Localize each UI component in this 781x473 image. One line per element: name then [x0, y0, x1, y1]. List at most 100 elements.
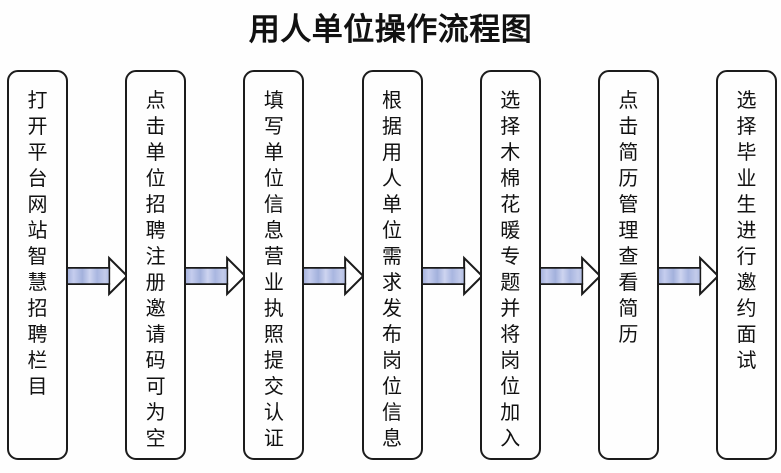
flow-step-char: 目: [27, 376, 48, 398]
flow-step-char: 暖: [500, 220, 521, 242]
flow-step-char: 简: [618, 142, 639, 164]
flow-step-char: 位: [263, 168, 284, 190]
flow-step-char: 布: [382, 324, 403, 346]
flow-step-char: 单: [382, 194, 403, 216]
flow-step-char: 花: [500, 194, 521, 216]
flow-step-char: 毕: [736, 142, 757, 164]
flow-step-char: 击: [145, 116, 166, 138]
flow-step-char: 用: [382, 142, 403, 164]
flow-step-char: 网: [27, 194, 48, 216]
flow-step-char: 可: [145, 376, 166, 398]
flow-step-box-3: 填写单位信息营业执照提交认证: [243, 70, 305, 460]
flow-step-char: 聘: [27, 324, 48, 346]
flow-step-char: 根: [382, 90, 403, 112]
flow-step-char: 交: [263, 376, 284, 398]
flow-step-char: 木: [500, 142, 521, 164]
flow-step-char: 平: [27, 142, 48, 164]
flow-step-char: 邀: [736, 272, 757, 294]
flow-step-char: 位: [382, 220, 403, 242]
flow-step-char: 入: [500, 428, 521, 450]
flow-step-char: 空: [145, 428, 166, 450]
flow-step-char: 为: [145, 402, 166, 424]
flow-step-char: 查: [618, 246, 639, 268]
flow-step-char: 行: [736, 246, 757, 268]
flow-step-char: 击: [618, 116, 639, 138]
flow-step-char: 招: [145, 194, 166, 216]
flow-step-char: 智: [27, 246, 48, 268]
flow-step-char: 营: [263, 246, 284, 268]
flow-step-char: 并: [500, 298, 521, 320]
flow-step-box-5: 选择木棉花暖专题并将岗位加入: [479, 70, 541, 460]
flow-step-char: 慧: [27, 272, 48, 294]
flow-step-char: 信: [263, 194, 284, 216]
flow-step-char: 聘: [145, 220, 166, 242]
flow-step-char: 岗: [382, 350, 403, 372]
right-block-arrow-icon: [183, 255, 247, 297]
right-block-arrow-icon: [65, 255, 129, 297]
flow-step-char: 招: [27, 298, 48, 320]
flow-step-char: 单: [145, 142, 166, 164]
flow-step-char: 点: [618, 90, 639, 112]
flow-step-char: 执: [263, 298, 284, 320]
flow-step-char: 邀: [145, 298, 166, 320]
flow-step-char: 位: [382, 376, 403, 398]
flow-step-char: 证: [263, 428, 284, 450]
flow-step-box-7: 选择毕业生进行邀约面试: [716, 70, 778, 460]
page-title: 用人单位操作流程图: [248, 12, 533, 47]
flow-step-char: 加: [500, 402, 521, 424]
flow-step-char: 择: [500, 116, 521, 138]
flow-step-char: 息: [382, 428, 403, 450]
flow-step-box-4: 根据用人单位需求发布岗位信息: [361, 70, 423, 460]
right-block-arrow-icon: [655, 255, 720, 297]
right-block-arrow-icon: [301, 255, 365, 297]
flow-step-char: 试: [736, 350, 757, 372]
flow-step-char: 进: [736, 220, 757, 242]
flow-step-char: 面: [736, 324, 757, 346]
flow-step-char: 选: [500, 90, 521, 112]
flow-step-char: 理: [618, 220, 639, 242]
flow-step-char: 择: [736, 116, 757, 138]
flow-step-char: 点: [145, 90, 166, 112]
flow-step-char: 将: [500, 324, 521, 346]
flow-step-char: 棉: [500, 168, 521, 190]
flow-step-char: 求: [382, 272, 403, 294]
flow-step-char: 照: [263, 324, 284, 346]
flow-step-char: 站: [27, 220, 48, 242]
flow-step-char: 息: [263, 220, 284, 242]
flow-step-char: 位: [145, 168, 166, 190]
flow-step-char: 认: [263, 402, 284, 424]
flow-step-char: 业: [736, 168, 757, 190]
flow-step-char: 约: [736, 298, 757, 320]
flow-step-char: 管: [618, 194, 639, 216]
flow-step-char: 历: [618, 168, 639, 190]
flow-step-char: 看: [618, 272, 639, 294]
flow-step-char: 历: [618, 324, 639, 346]
flow-row: 打开平台网站智慧招聘栏目点击单位招聘注册邀请码可为空填写单位信息营业执照提交认证…: [7, 70, 778, 460]
flow-step-char: 岗: [500, 350, 521, 372]
flow-step-char: 人: [382, 168, 403, 190]
flow-step-char: 信: [382, 402, 403, 424]
flow-step-char: 位: [500, 376, 521, 398]
flow-step-char: 生: [736, 194, 757, 216]
flow-step-char: 发: [382, 298, 403, 320]
flow-step-char: 注: [145, 246, 166, 268]
flow-step-char: 册: [145, 272, 166, 294]
right-block-arrow-icon: [419, 255, 483, 297]
flow-step-char: 写: [263, 116, 284, 138]
flow-step-char: 需: [382, 246, 403, 268]
flow-step-char: 栏: [27, 350, 48, 372]
flow-step-char: 据: [382, 116, 403, 138]
flow-step-box-6: 点击简历管理查看简历: [597, 70, 659, 460]
flow-step-char: 请: [145, 324, 166, 346]
flow-step-char: 提: [263, 350, 284, 372]
flow-step-char: 开: [27, 116, 48, 138]
right-block-arrow-icon: [537, 255, 601, 297]
flow-step-char: 台: [27, 168, 48, 190]
flow-step-char: 题: [500, 272, 521, 294]
flow-step-char: 专: [500, 246, 521, 268]
flow-step-char: 业: [263, 272, 284, 294]
flow-step-box-1: 打开平台网站智慧招聘栏目: [7, 70, 68, 460]
flow-step-char: 选: [736, 90, 757, 112]
flow-step-char: 填: [263, 90, 284, 112]
